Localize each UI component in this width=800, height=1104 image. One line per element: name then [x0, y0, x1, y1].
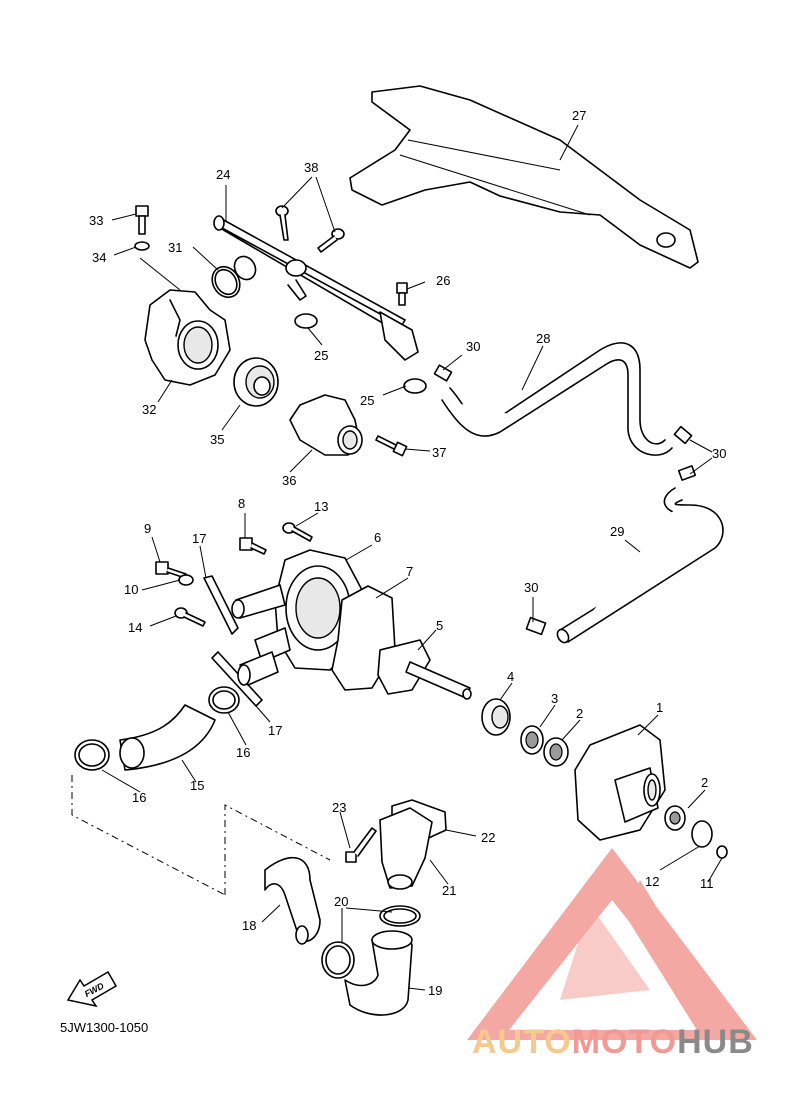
part-2-bearing-lower [664, 805, 686, 831]
part-30-clamp-b [673, 425, 697, 481]
part-29-hose [556, 487, 724, 644]
callout-4: 4 [507, 669, 514, 684]
part-1-pump-cover [574, 724, 666, 841]
part-18-hose [264, 856, 321, 945]
callout-24: 24 [216, 167, 230, 182]
callout-21: 21 [442, 883, 456, 898]
part-4-seal [481, 698, 511, 736]
part-21-elbow [379, 807, 433, 890]
callout-37: 37 [432, 445, 446, 460]
callout-20: 20 [334, 894, 348, 909]
callout-13: 13 [314, 499, 328, 514]
part-17-bracket-lower [211, 651, 263, 707]
callout-28: 28 [536, 331, 550, 346]
part-30-clamp-a [433, 364, 453, 382]
part-27-cover [349, 85, 699, 269]
callout-26: 26 [436, 273, 450, 288]
part-16-clamp-a [208, 686, 240, 714]
part-14-bolt [174, 607, 206, 627]
part-20-clamp-b [321, 941, 355, 979]
part-31-o-ring-inner [214, 268, 238, 296]
svg-text:AUTOMOTOHUB: AUTOMOTOHUB [472, 1023, 754, 1061]
part-28-hose [441, 342, 673, 456]
part-12-o-ring [691, 820, 713, 848]
callout-2-lower: 2 [701, 775, 708, 790]
callout-5: 5 [436, 618, 443, 633]
part-32-thermostat-housing [144, 289, 231, 386]
part-26-bolt [396, 282, 408, 306]
callout-10: 10 [124, 582, 138, 597]
callout-29: 29 [610, 524, 624, 539]
part-10-washer [178, 574, 194, 586]
part-25-o-ring-upper [294, 313, 318, 329]
callout-2-upper: 2 [576, 706, 583, 721]
callout-14: 14 [128, 620, 142, 635]
diagram-code: 5JW1300-1050 [60, 1020, 148, 1035]
callout-17-lower: 17 [268, 723, 282, 738]
part-11-washer [716, 845, 728, 859]
callout-31: 31 [168, 240, 182, 255]
part-15-hose [119, 704, 216, 771]
callout-numbers: 27 24 38 33 34 31 26 25 28 30 25 32 35 3… [89, 108, 726, 998]
watermark-hub: HUB [677, 1023, 754, 1061]
watermark-auto: AUTO [472, 1023, 572, 1061]
callout-8: 8 [238, 496, 245, 511]
callout-25-lower: 25 [360, 393, 374, 408]
callout-9: 9 [144, 521, 151, 536]
watermark-moto: MOTO [572, 1023, 677, 1061]
callout-6: 6 [374, 530, 381, 545]
pipe-collar [233, 255, 257, 281]
callout-11: 11 [700, 876, 714, 891]
callout-16-lower: 16 [132, 790, 146, 805]
callout-17-upper: 17 [192, 531, 206, 546]
callout-30-lower: 30 [524, 580, 538, 595]
watermark-logo-icon [467, 848, 757, 1040]
part-25-o-ring-lower [403, 378, 427, 394]
callout-30-right: 30 [712, 446, 726, 461]
callout-22: 22 [481, 830, 495, 845]
connection-line [71, 775, 331, 896]
part-16-clamp-b [74, 739, 110, 771]
part-35-thermostat [233, 357, 279, 407]
part-19-hose [344, 930, 413, 1016]
callout-36: 36 [282, 473, 296, 488]
callout-33: 33 [89, 213, 103, 228]
callout-3: 3 [551, 691, 558, 706]
callout-30-upper: 30 [466, 339, 480, 354]
callout-23: 23 [332, 800, 346, 815]
callout-19: 19 [428, 983, 442, 998]
part-17-bracket-upper [203, 575, 239, 635]
part-24-pipe [213, 215, 419, 361]
watermark-text: AUTOMOTOHUB [472, 1023, 754, 1061]
part-36-thermostat-cover [289, 394, 363, 456]
part-20-clamp-a [379, 905, 421, 927]
callout-18: 18 [242, 918, 256, 933]
leader-lines [101, 124, 723, 991]
part-2-bearing-upper [543, 737, 569, 767]
part-37-bolt [375, 435, 408, 457]
part-3-bearing [520, 725, 544, 755]
callout-25-upper: 25 [314, 348, 328, 363]
part-8-bolt [239, 537, 267, 555]
part-34-washer [134, 241, 150, 251]
callout-27: 27 [572, 108, 586, 123]
callout-1: 1 [656, 700, 663, 715]
part-23-bolt [345, 827, 377, 863]
part-5-impeller-shaft [377, 639, 472, 700]
fwd-arrow-icon: FWD [66, 970, 118, 1008]
callout-7: 7 [406, 564, 413, 579]
part-30-clamp-c [525, 616, 547, 636]
callout-34: 34 [92, 250, 106, 265]
callout-12: 12 [645, 874, 659, 889]
callout-38: 38 [304, 160, 318, 175]
callout-35: 35 [210, 432, 224, 447]
part-33-bolt [135, 205, 149, 235]
callout-15: 15 [190, 778, 204, 793]
callout-32: 32 [142, 402, 156, 417]
callout-16-upper: 16 [236, 745, 250, 760]
part-13-bolt [282, 522, 313, 542]
